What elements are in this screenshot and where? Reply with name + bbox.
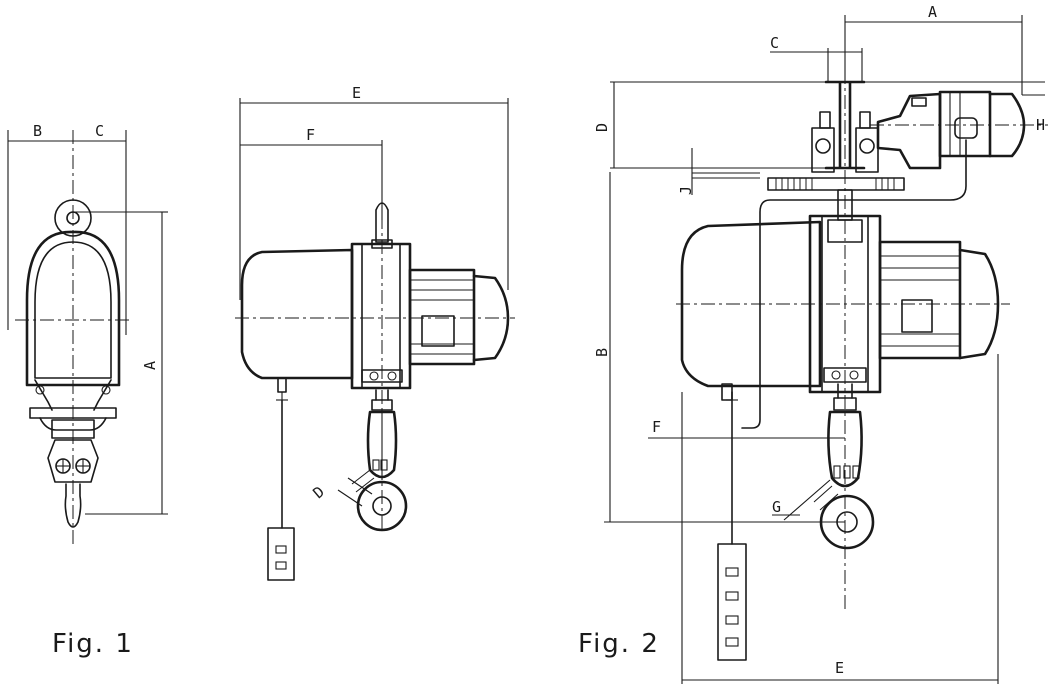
dim-label-e2: E (835, 659, 844, 677)
dim-label-c2: C (770, 34, 779, 52)
fig1-side-view: E F (235, 84, 515, 581)
caption-fig1: Fig. 1 (52, 629, 134, 659)
dim-label-d: D (309, 483, 327, 503)
caption-fig2: Fig. 2 (578, 629, 660, 659)
dim-label-b2: B (593, 348, 611, 357)
dim-label-e: E (352, 84, 361, 102)
fig2-trolley-hoist: A C D J B H (593, 3, 1048, 684)
dim-label-f: F (306, 126, 315, 144)
dim-label-g: G (772, 498, 781, 516)
dim-label-b: B (33, 122, 42, 140)
fig1-front-view: B C A (7, 122, 168, 545)
dim-label-f2: F (652, 418, 661, 436)
dim-label-a: A (141, 361, 159, 370)
dim-label-d2: D (593, 123, 611, 132)
dim-label-j: J (677, 186, 695, 195)
dim-label-c: C (95, 122, 104, 140)
dim-label-a2: A (928, 3, 937, 21)
